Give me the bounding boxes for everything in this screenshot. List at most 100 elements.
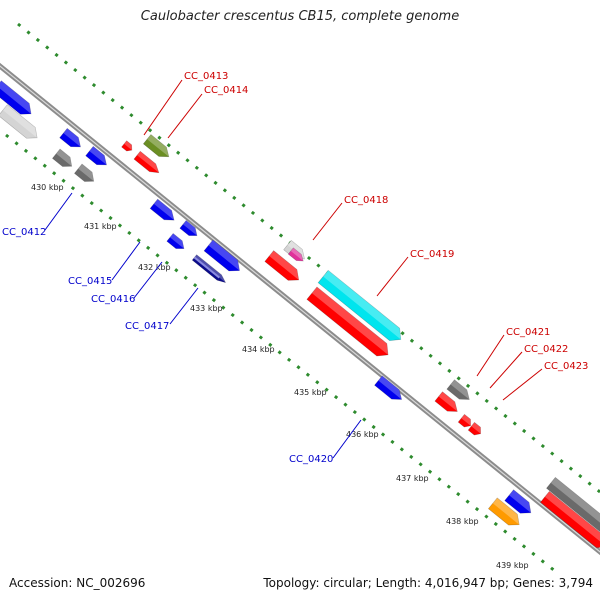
gene-arrow-shine bbox=[492, 497, 520, 525]
gene-arrow-body bbox=[0, 104, 38, 139]
gene-arrow-body bbox=[142, 134, 170, 158]
tick-label: 431 kbp bbox=[84, 222, 117, 231]
gene-arrow-body bbox=[546, 476, 600, 534]
tick-label: 438 kbp bbox=[446, 517, 479, 526]
gene-arrow-shine bbox=[183, 220, 197, 236]
gene-arrow-shine bbox=[438, 391, 458, 412]
gene-arrow-body bbox=[52, 148, 73, 167]
gene-arrow bbox=[149, 198, 175, 221]
gene-arrow-shine bbox=[78, 164, 94, 182]
gene-arrow bbox=[287, 247, 304, 262]
gene-arrow-shine bbox=[471, 422, 481, 434]
gene-arrow bbox=[504, 489, 532, 514]
gene-label: CC_0421 bbox=[506, 327, 550, 338]
gene-arrow-body bbox=[133, 150, 160, 174]
gene-label: CC_0415 bbox=[68, 276, 112, 287]
gene-label: CC_0420 bbox=[289, 454, 333, 465]
gene-arrow bbox=[540, 490, 600, 548]
gene-arrow bbox=[121, 140, 133, 152]
gene-arrow bbox=[179, 220, 198, 236]
gene-arrow bbox=[52, 148, 73, 167]
gene-arrow bbox=[374, 375, 403, 400]
gene-arrow-body bbox=[446, 379, 470, 400]
tick-label: 432 kbp bbox=[138, 263, 171, 272]
gene-label: CC_0422 bbox=[524, 344, 568, 355]
gene-arrow-shine bbox=[0, 80, 32, 114]
gene-arrow bbox=[191, 254, 227, 284]
gene-arrow bbox=[0, 21, 3, 48]
gene-arrow-shine bbox=[378, 375, 402, 400]
gene-arrow-stripe bbox=[193, 256, 220, 279]
gene-arrow bbox=[434, 391, 458, 412]
gene-arrow-body bbox=[287, 247, 304, 262]
gene-label: CC_0413 bbox=[184, 71, 228, 82]
gene-arrow bbox=[446, 379, 470, 400]
gene-arrow bbox=[74, 163, 95, 182]
gene-arrow-shine bbox=[509, 489, 531, 513]
gene-arrow-shine bbox=[323, 270, 401, 340]
tick-label: 435 kbp bbox=[294, 388, 327, 397]
tick-label: 434 kbp bbox=[242, 345, 275, 354]
gene-label-leader bbox=[476, 334, 505, 377]
gene-arrow-shine bbox=[0, 43, 1, 54]
gene-arrow-body bbox=[59, 127, 81, 148]
gene-arrow bbox=[142, 134, 170, 158]
gene-arrow-shine bbox=[2, 104, 38, 138]
gene-arrow-body bbox=[179, 220, 198, 236]
gene-arrow-body bbox=[149, 198, 175, 221]
gene-label-leader bbox=[489, 351, 523, 389]
gene-arrow-shine bbox=[450, 379, 470, 400]
gene-arrow-body bbox=[85, 145, 107, 166]
gene-arrow-shine bbox=[290, 247, 304, 262]
gene-arrow-body bbox=[74, 163, 95, 182]
gene-label-leader bbox=[133, 261, 163, 299]
gene-arrow-body bbox=[434, 391, 458, 412]
gene-label: CC_0423 bbox=[544, 361, 588, 372]
gene-arrow-body bbox=[504, 489, 532, 514]
gene-arrow-shine bbox=[153, 199, 175, 221]
gene-arrow-body bbox=[487, 497, 520, 526]
gene-label-leader bbox=[111, 241, 141, 281]
gene-label-leader bbox=[169, 287, 199, 325]
gene-arrow-body bbox=[540, 490, 600, 548]
gene-arrow bbox=[467, 421, 481, 436]
accession-text: Accession: NC_002696 bbox=[9, 576, 146, 590]
gene-label: CC_0412 bbox=[2, 227, 46, 238]
gene-arrow bbox=[0, 80, 32, 115]
gene-label: CC_0417 bbox=[125, 321, 169, 332]
gene-arrow-body bbox=[121, 140, 133, 152]
tick-dotted-line-inner bbox=[5, 133, 561, 577]
gene-arrow bbox=[264, 250, 300, 281]
gene-arrow-body bbox=[374, 375, 403, 400]
gene-label: CC_0419 bbox=[410, 249, 454, 260]
gene-arrow-body bbox=[467, 421, 481, 436]
gene-arrow-body bbox=[0, 80, 32, 115]
gene-arrow-body bbox=[264, 250, 300, 281]
tick-label: 430 kbp bbox=[31, 183, 64, 192]
gene-arrow-shine bbox=[550, 477, 600, 534]
gene-arrow-shine bbox=[56, 149, 72, 167]
gene-label: CC_0416 bbox=[91, 294, 135, 305]
page-title: Caulobacter crescentus CB15, complete ge… bbox=[140, 9, 460, 24]
gene-arrow-shine bbox=[89, 146, 107, 165]
gene-label-leader bbox=[332, 419, 362, 459]
gene-label: CC_0414 bbox=[204, 85, 248, 96]
gene-arrow bbox=[457, 413, 471, 428]
tick-label: 436 kbp bbox=[346, 430, 379, 439]
gene-arrow bbox=[203, 239, 240, 272]
gene-arrow-body bbox=[203, 239, 240, 272]
gene-arrow bbox=[133, 150, 160, 174]
gene-arrow-shine bbox=[269, 250, 299, 280]
gene-arrow-shine bbox=[124, 140, 132, 151]
gene-arrow-shine bbox=[461, 414, 471, 426]
gene-label-leader bbox=[167, 93, 203, 139]
backbone-highlight bbox=[0, 65, 600, 553]
gene-label-leader bbox=[376, 256, 409, 297]
gene-label-leader bbox=[143, 79, 183, 136]
tick-label: 433 kbp bbox=[190, 304, 223, 313]
gene-label: CC_0418 bbox=[344, 195, 388, 206]
gene-arrow bbox=[0, 43, 1, 57]
gene-arrow-body bbox=[306, 286, 389, 357]
gene-arrow bbox=[0, 104, 38, 139]
